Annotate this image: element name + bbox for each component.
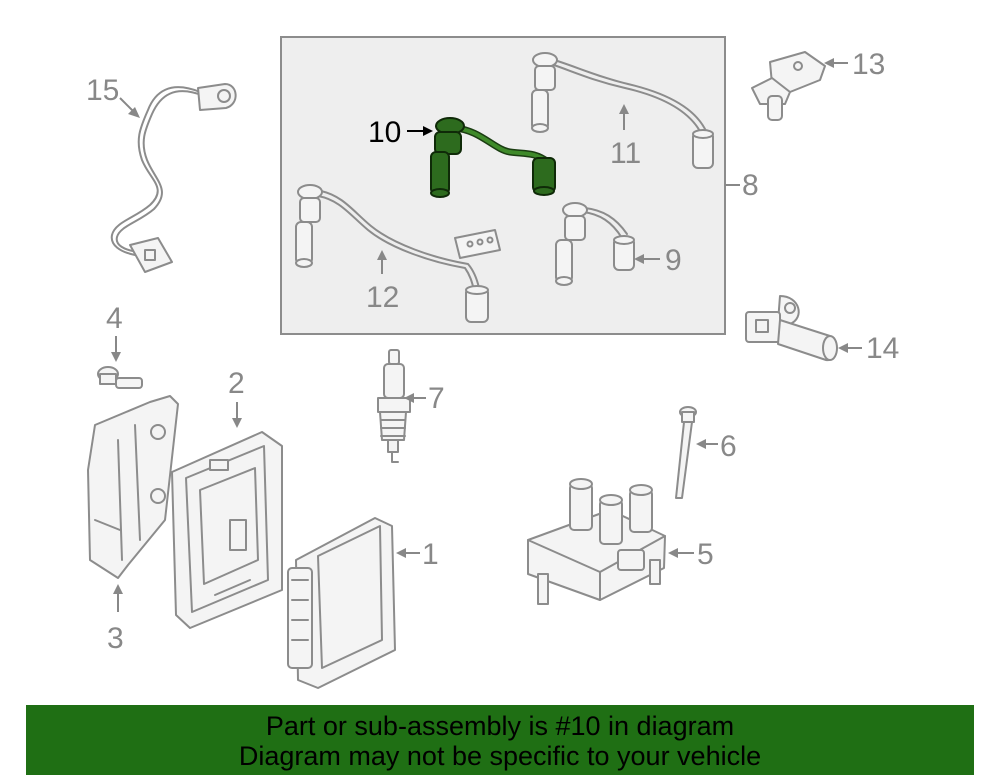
subassembly-box — [280, 36, 726, 335]
part-6-bolt[interactable] — [675, 406, 697, 499]
callout-8[interactable]: 8 — [742, 169, 759, 202]
callout-4[interactable]: 4 — [106, 302, 123, 335]
callout-14[interactable]: 14 — [866, 332, 899, 365]
part-4-bolt[interactable] — [97, 366, 143, 389]
callout-6[interactable]: 6 — [720, 430, 737, 463]
part-3-bracket[interactable] — [87, 395, 179, 579]
part-7-spark-plug[interactable] — [377, 349, 411, 463]
callout-15[interactable]: 15 — [86, 74, 119, 107]
callout-3[interactable]: 3 — [107, 622, 124, 655]
callout-11[interactable]: 11 — [610, 137, 641, 170]
part-2-module-housing[interactable] — [171, 431, 283, 629]
info-banner: Part or sub-assembly is #10 in diagram D… — [26, 705, 974, 775]
part-15-knock-sensor[interactable] — [110, 83, 237, 273]
part-13-camshaft-sensor[interactable] — [751, 51, 826, 121]
part-5-ignition-coil[interactable] — [527, 478, 666, 605]
part-12-ignition-wire[interactable] — [295, 184, 489, 323]
part-14-crankshaft-sensor[interactable] — [745, 295, 838, 362]
callout-9[interactable]: 9 — [665, 244, 682, 277]
banner-line-1: Part or sub-assembly is #10 in diagram — [265, 711, 735, 741]
part-10-ignition-wire-highlighted[interactable] — [430, 117, 556, 198]
wire-separator-clip — [454, 229, 501, 259]
callout-1[interactable]: 1 — [422, 538, 439, 571]
part-9-ignition-wire[interactable] — [555, 202, 635, 286]
callout-7[interactable]: 7 — [428, 382, 445, 415]
callout-10[interactable]: 10 — [368, 116, 401, 149]
callout-12[interactable]: 12 — [366, 281, 399, 314]
callout-13[interactable]: 13 — [852, 48, 885, 81]
callout-5[interactable]: 5 — [697, 538, 714, 571]
part-11-ignition-wire[interactable] — [531, 52, 714, 169]
parts-diagram: 8 11 10 12 — [86, 36, 899, 689]
part-1-engine-control-module[interactable] — [287, 517, 396, 689]
banner-line-2: Diagram may not be specific to your vehi… — [238, 741, 762, 771]
callout-2[interactable]: 2 — [228, 367, 245, 400]
